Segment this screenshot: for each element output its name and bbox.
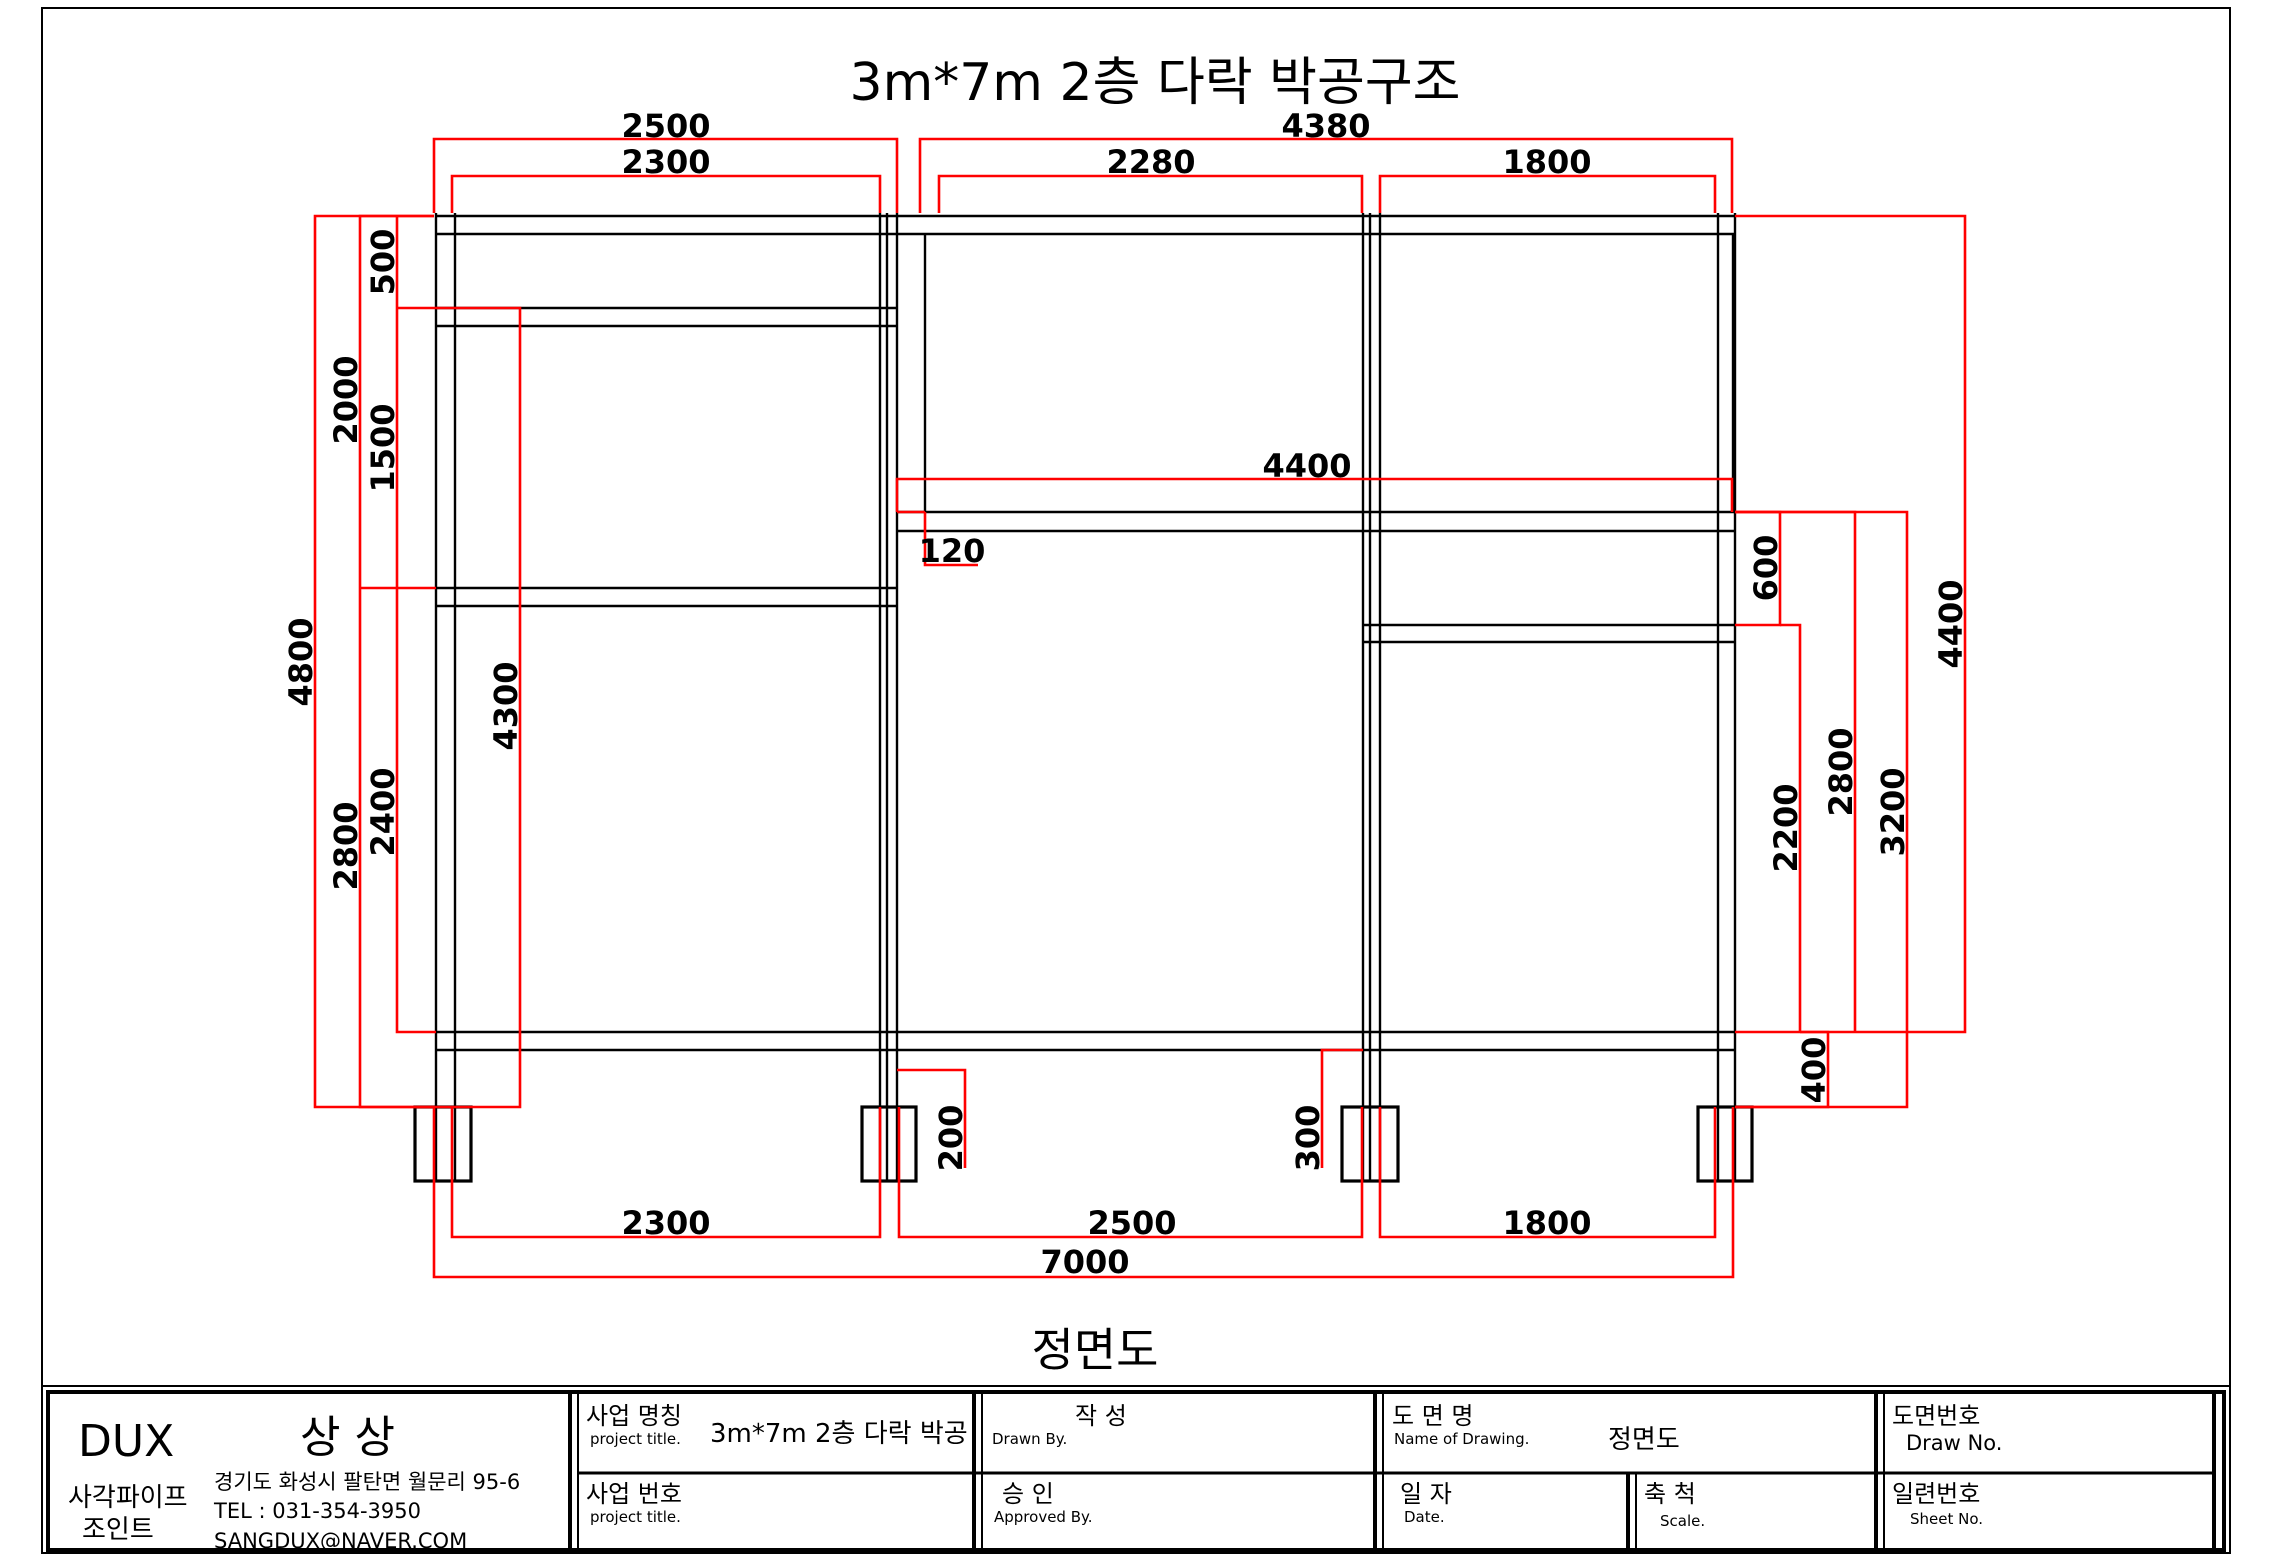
dim-left-500: 500 [364, 229, 402, 296]
dim-mid-beam: 4400 [1262, 447, 1351, 485]
dim-bottom-right: 1800 [1502, 1204, 1591, 1242]
dim-bottom-middle: 2500 [1087, 1204, 1176, 1242]
sheet-no-label-ko: 일련번호 [1892, 1480, 1980, 1508]
company-name: DUX [78, 1416, 174, 1467]
draw-no-label-ko: 도면번호 [1892, 1402, 1980, 1430]
dim-left-upper: 2000 [327, 355, 365, 444]
dim-mid-offset: 120 [919, 532, 986, 570]
project-no-label-en: project title. [590, 1508, 681, 1526]
dim-bottom-left: 2300 [621, 1204, 710, 1242]
dim-top-overall-right: 4380 [1281, 107, 1370, 145]
approved-label-en: Approved By. [994, 1508, 1093, 1526]
project-name-value: 3m*7m 2층 다락 박공 [710, 1419, 968, 1449]
scale-label-en: Scale. [1660, 1512, 1705, 1530]
dim-right-2200: 2200 [1767, 783, 1805, 872]
project-name-label-ko: 사업 명칭 [586, 1402, 682, 1430]
dim-left-4300: 4300 [487, 661, 525, 750]
sheet-no-label-en: Sheet No. [1910, 1510, 1983, 1528]
drawn-label-en: Drawn By. [992, 1430, 1067, 1448]
drawn-label-ko: 작 성 [1075, 1402, 1127, 1430]
company-email: SANGDUX@NAVER.COM [214, 1529, 467, 1553]
drawing-name-label-en: Name of Drawing. [1394, 1430, 1529, 1448]
dimension-labels: 2500 4380 2300 2280 1800 4800 2000 2800 … [282, 107, 1970, 1281]
dim-top-overall-left: 2500 [621, 107, 710, 145]
company-type-2: 조인트 [82, 1515, 154, 1545]
dim-top-left: 2300 [621, 143, 710, 181]
dim-right-2800: 2800 [1822, 727, 1860, 816]
title-block: DUX 상 상 사각파이프 조인트 경기도 화성시 팔탄면 월문리 95-6 T… [42, 1385, 2230, 1553]
dim-right-3200: 3200 [1874, 767, 1912, 856]
dim-right-400: 400 [1795, 1037, 1833, 1104]
scale-label-ko: 축 척 [1644, 1480, 1696, 1508]
structure-frame [413, 213, 1754, 1183]
dim-left-lower: 2800 [327, 801, 365, 890]
dim-top-right: 1800 [1502, 143, 1591, 181]
project-no-label-ko: 사업 번호 [586, 1480, 682, 1508]
drawing-name-value: 정면도 [1608, 1425, 1680, 1455]
dim-foot-300: 300 [1289, 1105, 1327, 1172]
sheet-border [41, 7, 2231, 1554]
approved-label-ko: 승 인 [1002, 1480, 1054, 1508]
dim-right-4400: 4400 [1932, 579, 1970, 668]
dim-right-600: 600 [1747, 535, 1785, 602]
dim-left-overall: 4800 [282, 617, 320, 706]
dim-bottom-overall: 7000 [1040, 1243, 1129, 1281]
view-label: 정면도 [1032, 1323, 1159, 1377]
project-name-label-en: project title. [590, 1430, 681, 1448]
dim-left-2400: 2400 [364, 767, 402, 856]
company-name-ko: 상 상 [300, 1412, 395, 1463]
company-tel: TEL : 031-354-3950 [213, 1499, 421, 1523]
dimension-lines [313, 137, 1967, 1279]
date-label-en: Date. [1404, 1508, 1445, 1526]
drawing-title: 3m*7m 2층 다락 박공구조 [849, 53, 1460, 113]
company-address: 경기도 화성시 팔탄면 월문리 95-6 [214, 1470, 520, 1494]
dim-top-middle: 2280 [1106, 143, 1195, 181]
date-label-ko: 일 자 [1400, 1480, 1452, 1508]
draw-no-label-en: Draw No. [1906, 1431, 2002, 1455]
dim-foot-200: 200 [932, 1105, 970, 1172]
company-type-1: 사각파이프 [68, 1483, 188, 1513]
dim-left-1500: 1500 [364, 403, 402, 492]
drawing-name-label-ko: 도 면 명 [1392, 1402, 1474, 1430]
